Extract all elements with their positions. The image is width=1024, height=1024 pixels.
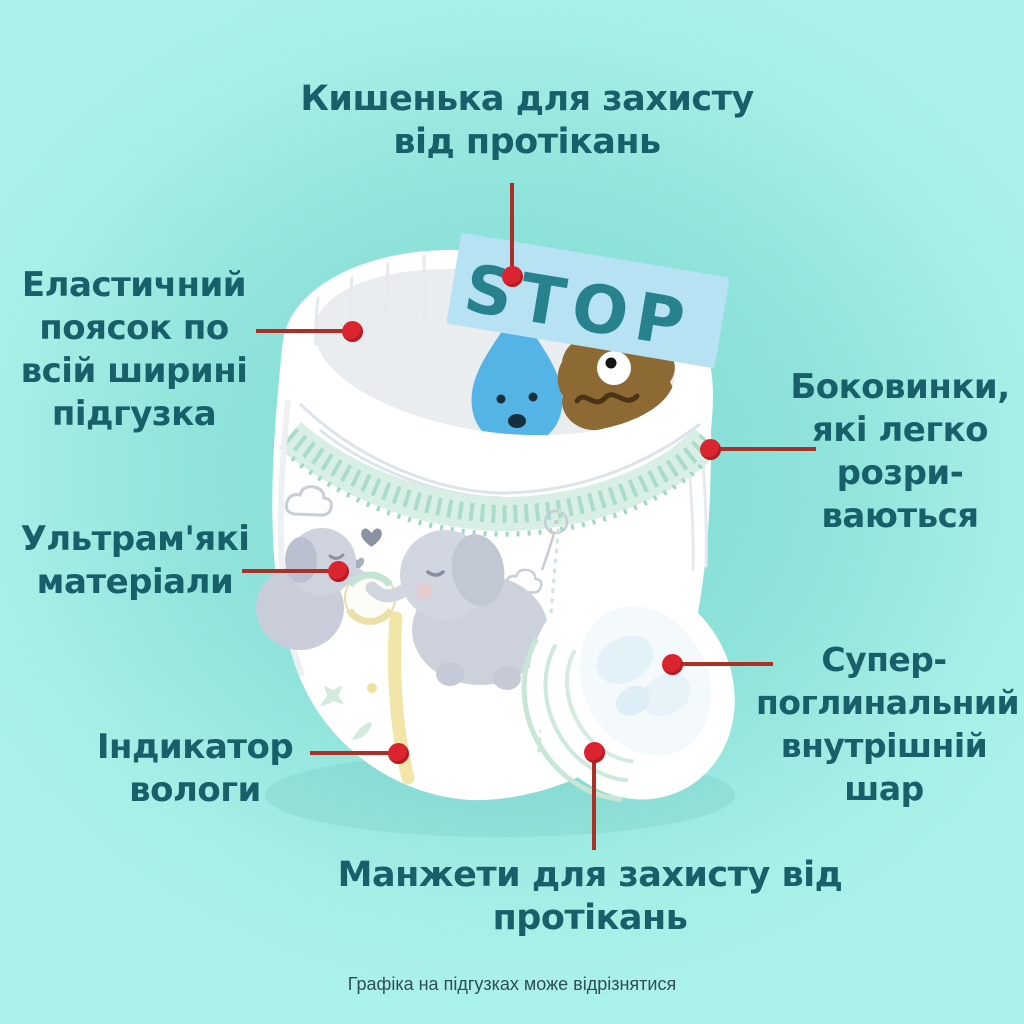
elephant-artwork [256, 485, 668, 740]
leg-cuff [521, 580, 735, 802]
callout-line [310, 751, 394, 755]
callout-label-soft-materials: Ультрам'які матеріали [20, 519, 250, 602]
callout-line [678, 662, 773, 666]
callout-dot [388, 743, 409, 764]
callout-dot [342, 321, 363, 342]
callout-label-wetness-indicator: Індикатор вологи [96, 727, 294, 810]
callout-line [510, 183, 514, 271]
callout-dot [584, 742, 605, 763]
callout-label-cuffs: Манжети для захисту від протікань [337, 855, 843, 938]
callout-label-absorbent-core: Супер- поглинальний внутрішній шар [756, 640, 1020, 808]
callout-label-side-panels: Боковинки, які легко розри- ваються [790, 367, 1010, 536]
callout-line [242, 569, 334, 573]
callout-label-pocket: Кишенька для захисту від протікань [300, 79, 754, 162]
mint-waist-trim [278, 421, 720, 537]
callout-line [716, 447, 816, 451]
ball-icon [344, 571, 396, 625]
footer-disclaimer: Графіка на підгузках може відрізнятися [347, 974, 677, 994]
cloud-icon [284, 485, 333, 517]
water-drop-character [471, 302, 563, 446]
callout-dot [502, 266, 523, 287]
dandelion-icon [540, 509, 569, 571]
callout-dot [328, 561, 349, 582]
callout-dot [700, 439, 721, 460]
callout-dot [662, 654, 683, 675]
callout-label-waistband: Еластичний поясок по всій ширині підгузк… [20, 265, 248, 434]
callout-line [592, 760, 596, 850]
callout-line [256, 329, 346, 333]
big-elephant [365, 530, 558, 690]
absorbent-core [579, 605, 712, 756]
